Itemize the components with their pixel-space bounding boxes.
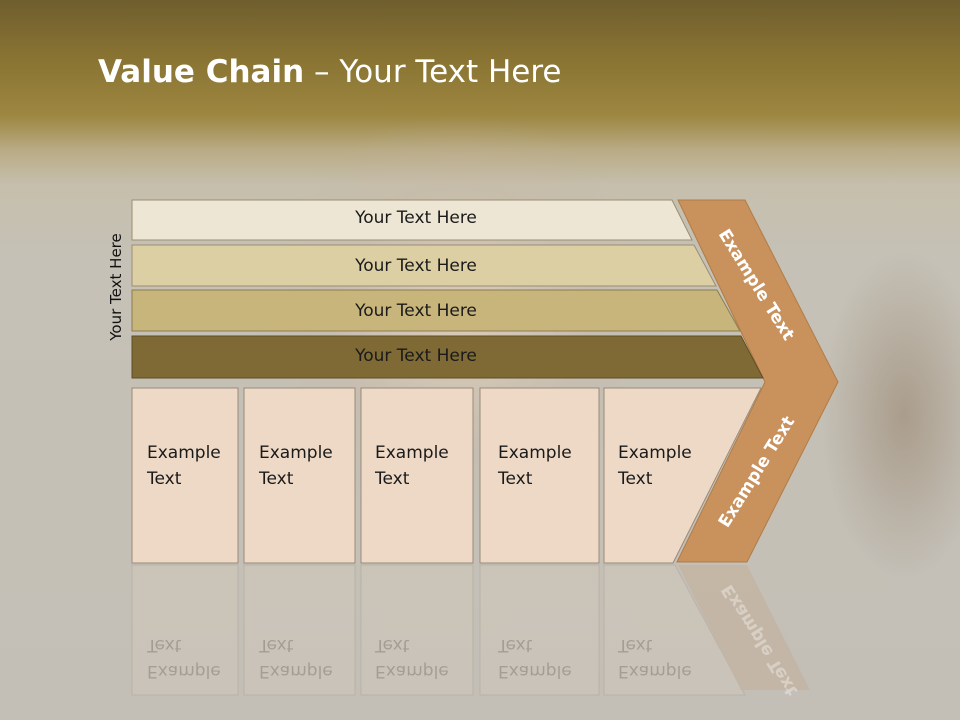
activity-box-2-text: Example Text xyxy=(259,440,333,492)
activity-box-4-line1: Example xyxy=(498,443,572,463)
row-label-4: Your Text Here xyxy=(355,346,477,366)
activity-box-1 xyxy=(131,387,239,564)
activity-box-1-reflection: Example Text xyxy=(147,632,221,684)
activity-box-3-reflection-line2: Text xyxy=(375,635,410,655)
activity-box-5-line1: Example xyxy=(618,443,692,463)
row-label-3: Your Text Here xyxy=(355,301,477,321)
activity-box-2-reflection-line1: Example xyxy=(259,661,333,681)
activity-box-5-text: Example Text xyxy=(618,440,692,492)
activity-box-5-reflection-line1: Example xyxy=(618,661,692,681)
activity-box-1-line2: Text xyxy=(147,469,182,489)
row-bar-1 xyxy=(131,199,693,241)
row-label-1: Your Text Here xyxy=(355,208,477,228)
activity-box-4-reflection-line1: Example xyxy=(498,661,572,681)
slide-title-rest: – Your Text Here xyxy=(304,54,562,90)
activity-box-3 xyxy=(360,387,474,564)
activity-box-5-reflection-line2: Text xyxy=(618,635,653,655)
activity-box-5-line2: Text xyxy=(618,469,653,489)
background-photo-shadow xyxy=(820,250,960,580)
row-label-2: Your Text Here xyxy=(355,256,477,276)
row-bar-4 xyxy=(131,335,764,379)
activity-box-1-reflection-line1: Example xyxy=(147,661,221,681)
activity-box-4-text: Example Text xyxy=(498,440,572,492)
activity-box-5 xyxy=(603,387,762,564)
activity-box-4-reflection: Example Text xyxy=(498,632,572,684)
activity-box-3-line2: Text xyxy=(375,469,410,489)
activity-box-1-reflection-line2: Text xyxy=(147,635,182,655)
row-bar-2 xyxy=(131,244,717,287)
slide-title: Value Chain – Your Text Here xyxy=(98,54,561,90)
activity-box-3-reflection-line1: Example xyxy=(375,661,449,681)
activity-box-2-line1: Example xyxy=(259,443,333,463)
activity-box-2-reflection: Example Text xyxy=(259,632,333,684)
activity-box-2-reflection-line2: Text xyxy=(259,635,294,655)
activity-box-2-line2: Text xyxy=(259,469,294,489)
activity-box-4-reflection-line2: Text xyxy=(498,635,533,655)
row-bar-3 xyxy=(131,289,741,332)
activity-box-4-line2: Text xyxy=(498,469,533,489)
activity-box-3-reflection: Example Text xyxy=(375,632,449,684)
activity-box-5-reflection: Example Text xyxy=(618,632,692,684)
diagram-reflection xyxy=(131,564,810,696)
activity-box-2 xyxy=(243,387,356,564)
activity-box-3-line1: Example xyxy=(375,443,449,463)
activity-box-4 xyxy=(479,387,600,564)
activity-box-1-text: Example Text xyxy=(147,440,221,492)
activity-box-3-text: Example Text xyxy=(375,440,449,492)
activity-box-1-line1: Example xyxy=(147,443,221,463)
slide-title-bold: Value Chain xyxy=(98,54,305,90)
chevron-shape xyxy=(676,199,839,563)
